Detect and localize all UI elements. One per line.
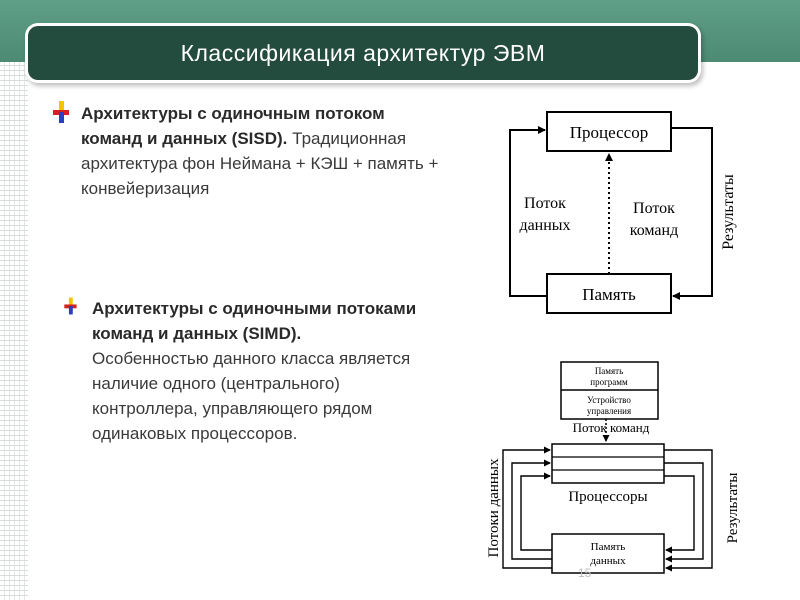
decorative-stripes (0, 62, 28, 600)
processors-stack (551, 443, 665, 484)
program-memory-label-1: Память (595, 366, 623, 376)
data-memory-label-1: Память (591, 541, 626, 553)
data-flows-label: Потоки данных (486, 458, 502, 557)
command-flow-label-2: команд (630, 222, 678, 239)
data-memory-box (551, 533, 665, 574)
data-flow-label-1: Поток (524, 195, 566, 212)
simd-description: Архитектуры с одиночными потоками команд… (92, 296, 422, 446)
processors-label: Процессоры (568, 489, 647, 505)
results-arrow (671, 127, 713, 300)
processor-label: Процессор (570, 123, 648, 142)
memory-box (546, 273, 672, 314)
control-unit-label-2: управления (587, 406, 631, 416)
memory-label: Память (582, 285, 636, 304)
processor-box (546, 111, 672, 152)
simd-results-label: Результаты (725, 473, 741, 544)
sisd-description: Архитектуры с одиночным потоком команд и… (81, 101, 441, 201)
program-memory-label-2: программ (590, 377, 628, 387)
results-label: Результаты (720, 174, 737, 250)
title-banner: Классификация архитектур ЭВМ (28, 26, 698, 80)
sisd-heading: Архитектуры с одиночным потоком команд и… (81, 104, 385, 148)
slide-title: Классификация архитектур ЭВМ (180, 39, 546, 66)
simd-heading: Архитектуры с одиночными потоками команд… (92, 299, 417, 343)
bullet-icon (64, 297, 77, 315)
command-flow-label-1: Поток (633, 200, 675, 217)
data-memory-label-2: данных (590, 555, 626, 567)
control-unit-label-1: Устройство (587, 395, 631, 405)
data-flow-label-2: данных (519, 217, 570, 234)
bullet-icon (53, 101, 69, 123)
simd-body: Особенностью данного класса является нал… (92, 349, 411, 443)
data-flow-arrow (509, 126, 547, 297)
page-number: 15 (578, 566, 592, 580)
sisd-body: Традиционная архитектура фон Неймана + К… (81, 129, 439, 198)
simd-command-label: Поток команд (573, 420, 650, 435)
